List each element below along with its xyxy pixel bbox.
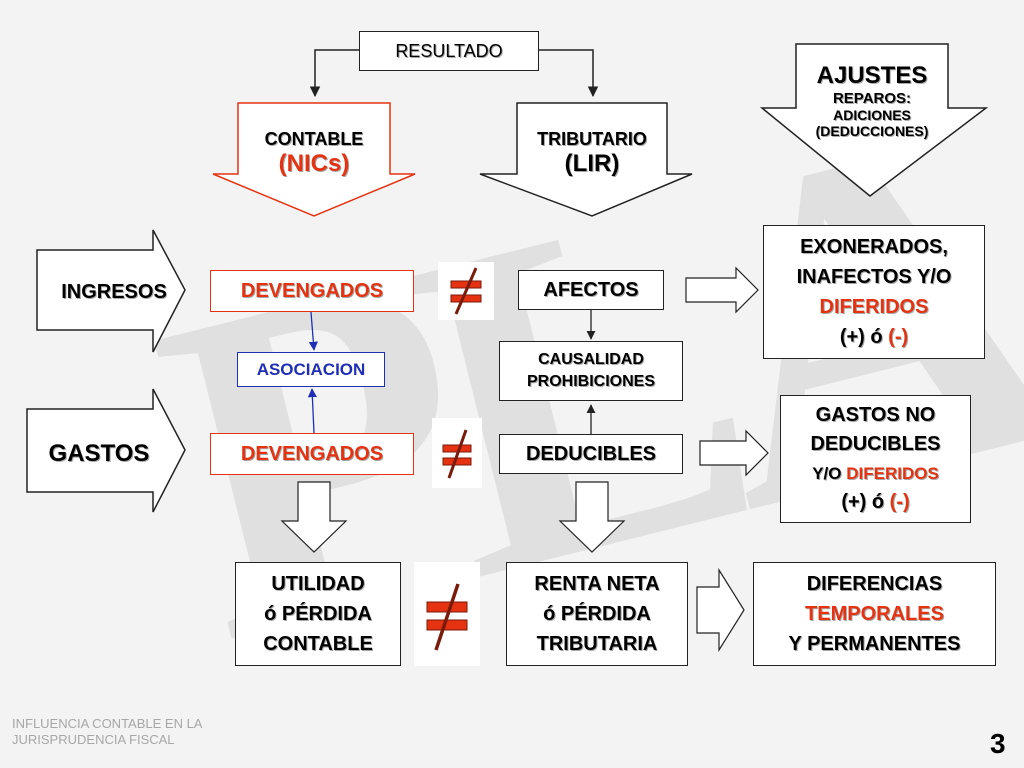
devengados-ingresos-label: DEVENGADOS (240, 279, 384, 302)
tributario-title: TRIBUTARIO (537, 128, 647, 149)
contable-label: CONTABLE (NICs) (238, 118, 390, 188)
gastos-no-plus: (+) ó (841, 491, 885, 513)
arrow-right-icon (685, 266, 759, 314)
arrow-right-icon (696, 567, 745, 653)
ajustes-deducciones: (DEDUCCIONES) (815, 122, 929, 139)
utilidad-box: UTILIDAD ó PÉRDIDA CONTABLE (235, 562, 401, 666)
diferencias-temporales: TEMPORALES (805, 603, 944, 625)
causalidad-label: CAUSALIDAD (538, 351, 644, 368)
prohibiciones-label: PROHIBICIONES (526, 373, 655, 390)
not-equal-icon (438, 262, 494, 320)
arrow-down-icon (280, 481, 348, 553)
not-equal-icon (432, 418, 482, 488)
gastos-no-deducibles-box: GASTOS NO DEDUCIBLES Y/O DIFERIDOS (+) ó… (780, 395, 971, 523)
exonerados-box: EXONERADOS, INAFECTOS Y/O DIFERIDOS (+) … (763, 225, 985, 359)
renta-line1: RENTA NETA (534, 573, 660, 595)
diferencias-box: DIFERENCIAS TEMPORALES Y PERMANENTES (753, 562, 996, 666)
utilidad-line2: ó PÉRDIDA (264, 603, 372, 625)
gastos-no-line1: GASTOS NO (815, 404, 936, 426)
exonerados-sign: (+) ó (-) (840, 322, 908, 352)
footer-line2: JURISPRUDENCIA FISCAL (12, 732, 175, 747)
ingresos-text: INGRESOS (61, 280, 167, 303)
connector-devengados2-asociacion (307, 388, 317, 434)
renta-neta-box: RENTA NETA ó PÉRDIDA TRIBUTARIA (506, 562, 688, 666)
exonerados-plus: (+) ó (839, 326, 883, 348)
gastos-no-yo: Y/O (812, 464, 842, 483)
gastos-no-sign: (+) ó (-) (841, 488, 909, 517)
afectos-box: AFECTOS (518, 270, 664, 310)
utilidad-line1: UTILIDAD (271, 573, 365, 595)
contable-title: CONTABLE (264, 128, 364, 149)
devengados-gastos-label: DEVENGADOS (240, 442, 384, 465)
ajustes-reparos: REPAROS: (832, 89, 912, 107)
connector-devengados1-asociacion (308, 311, 318, 351)
diferencias-line3: Y PERMANENTES (788, 633, 961, 655)
asociacion-label: ASOCIACION (256, 359, 366, 379)
gastos-no-line2: DEDUCIBLES (810, 433, 941, 455)
gastos-text: GASTOS (48, 440, 150, 467)
contable-nics: (NICs) (278, 149, 350, 177)
diferencias-line1: DIFERENCIAS (806, 573, 943, 595)
connector-resultado-tributario (539, 49, 599, 98)
ajustes-adiciones: ADICIONES (833, 106, 911, 123)
ajustes-label: AJUSTES REPAROS: ADICIONES (DEDUCCIONES) (796, 52, 948, 148)
tributario-arrow-shape (479, 102, 693, 217)
page-number: 3 (990, 728, 1006, 759)
tributario-label: TRIBUTARIO (LIR) (517, 118, 667, 188)
exonerados-line2: INAFECTOS Y/O (796, 266, 952, 288)
exonerados-line1: EXONERADOS, (800, 236, 948, 258)
devengados-ingresos-box: DEVENGADOS (210, 270, 414, 312)
tributario-lir: (LIR) (564, 149, 620, 177)
arrow-down-icon (558, 481, 626, 553)
ingresos-label: INGRESOS (40, 272, 188, 312)
causalidad-box: CAUSALIDAD PROHIBICIONES (499, 341, 683, 401)
contable-arrow-shape (212, 102, 416, 217)
footer-line1: INFLUENCIA CONTABLE EN LA (12, 716, 203, 731)
utilidad-line3: CONTABLE (263, 633, 373, 655)
deducibles-box: DEDUCIBLES (499, 434, 683, 474)
ajustes-title: AJUSTES (816, 61, 928, 89)
exonerados-diferidos: DIFERIDOS (819, 296, 929, 318)
not-equal-icon (414, 562, 480, 666)
connector-resultado-contable (309, 49, 359, 98)
deducibles-label: DEDUCIBLES (525, 442, 656, 465)
gastos-no-minus: (-) (889, 491, 910, 513)
devengados-gastos-box: DEVENGADOS (210, 433, 414, 475)
gastos-no-diferidos: DIFERIDOS (846, 464, 939, 483)
renta-line2: ó PÉRDIDA (543, 603, 651, 625)
gastos-label: GASTOS (30, 432, 168, 476)
footer-caption: INFLUENCIA CONTABLE EN LA JURISPRUDENCIA… (12, 716, 242, 748)
gastos-arrow-shape (26, 388, 186, 513)
gastos-no-line3: Y/O DIFERIDOS (812, 459, 939, 488)
afectos-label: AFECTOS (543, 278, 639, 301)
renta-line3: TRIBUTARIA (536, 633, 658, 655)
ajustes-arrow-shape (759, 43, 989, 197)
arrow-right-icon (699, 429, 769, 477)
resultado-label: RESULTADO (395, 40, 503, 61)
exonerados-minus: (-) (888, 326, 909, 348)
ingresos-arrow-shape (36, 229, 186, 353)
asociacion-box: ASOCIACION (237, 352, 385, 387)
resultado-box: RESULTADO (359, 31, 539, 71)
